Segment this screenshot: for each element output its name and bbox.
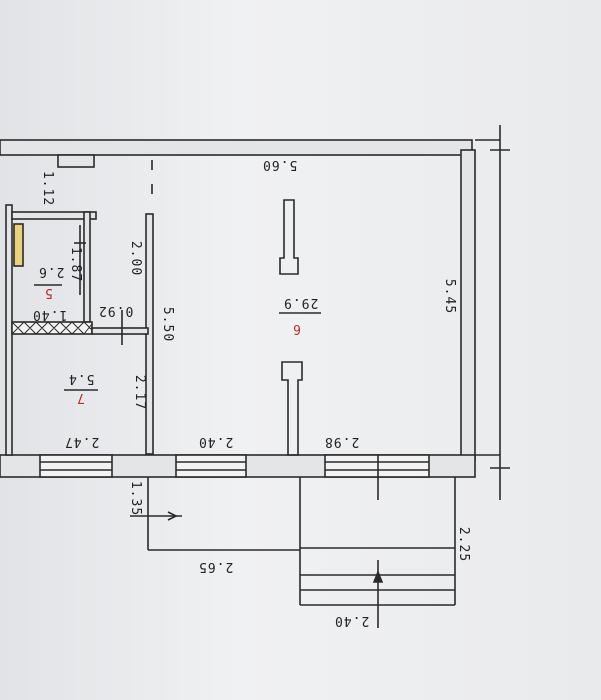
dim-porch-240: 2.40 xyxy=(334,613,370,628)
top-exterior-wall xyxy=(0,140,472,455)
dim-room5-height: 1.87 xyxy=(68,246,84,283)
dim-corridor-height: 2.00 xyxy=(128,240,144,277)
bottom-windows xyxy=(39,454,430,478)
room7-number: 7 xyxy=(76,390,85,405)
room6-number: 6 xyxy=(292,321,301,336)
top-wall-band xyxy=(0,139,473,156)
dim-porch-265: 2.65 xyxy=(198,559,234,574)
dim-right-wall: 5.45 xyxy=(442,278,458,315)
dim-porch-135: 1.35 xyxy=(128,480,144,517)
partition-left xyxy=(5,204,13,456)
dim-small-092: 0.92 xyxy=(98,303,134,318)
hatched-partition xyxy=(11,321,93,335)
room5-area: 2.6 xyxy=(38,264,65,279)
room5-top-wall xyxy=(11,211,97,220)
room7-area: 5.4 xyxy=(68,371,95,386)
right-exterior-wall xyxy=(460,149,476,461)
dim-room5-width: 1.40 xyxy=(32,307,68,322)
dim-top-left-112: 1.12 xyxy=(40,170,56,207)
yellow-accent xyxy=(13,223,24,267)
dim-top-wall: 5.60 xyxy=(262,157,298,172)
top-wall-notch xyxy=(57,154,95,168)
room6-area: 29.9 xyxy=(283,295,319,310)
room7-top-wall xyxy=(91,327,149,335)
dim-left-of-room6: 5.50 xyxy=(160,306,176,343)
dim-room6-bottom-right: 2.98 xyxy=(324,434,360,449)
dim-room7-height: 2.17 xyxy=(132,374,148,411)
column-top xyxy=(279,199,299,275)
dim-room7-width: 2.47 xyxy=(64,434,100,449)
dim-porch-225: 2.25 xyxy=(456,526,472,563)
column-bottom xyxy=(281,361,303,456)
room5-number: 5 xyxy=(44,285,53,300)
room5-right-wall xyxy=(83,211,91,323)
dim-room6-bottom-left: 2.40 xyxy=(198,434,234,449)
porch xyxy=(299,455,456,628)
